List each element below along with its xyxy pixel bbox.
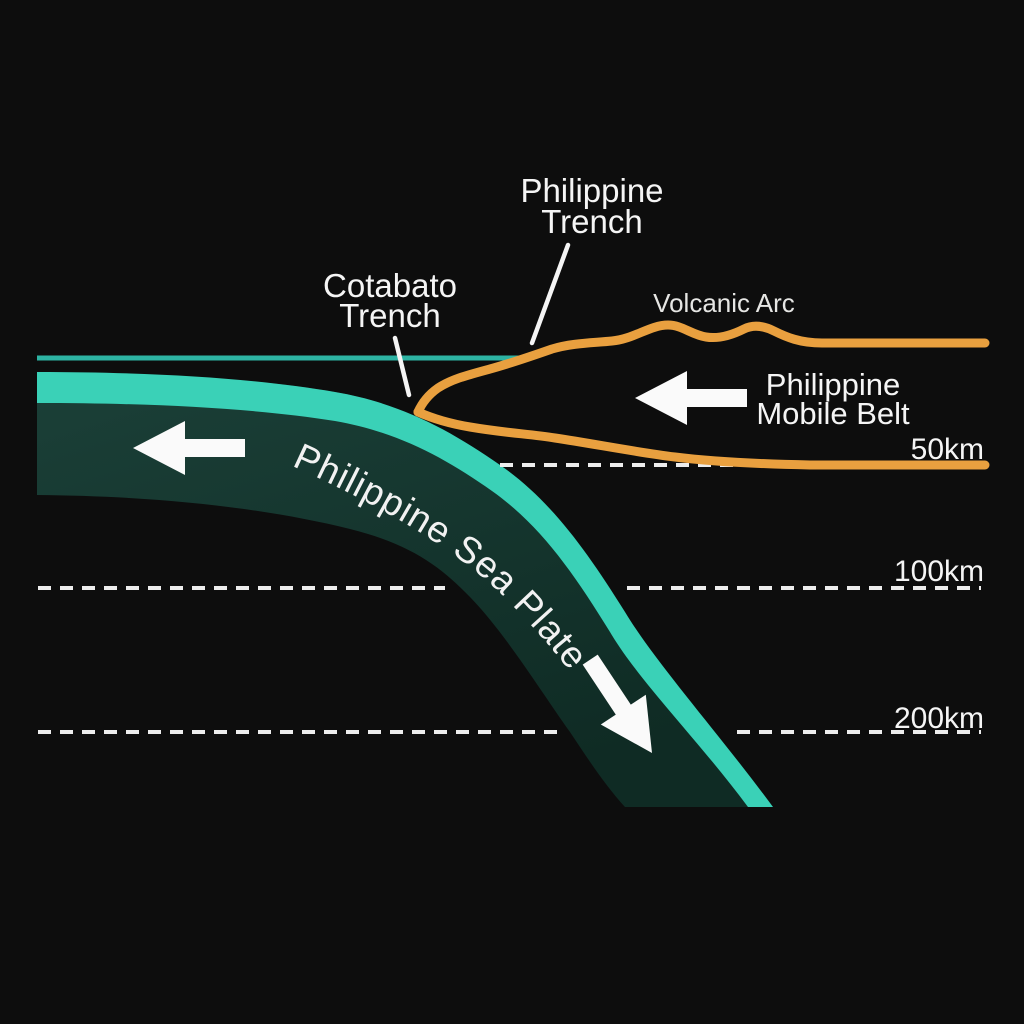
depth-label-200km: 200km [894, 702, 984, 735]
mobile-belt-label-line1: Philippine [766, 367, 900, 402]
mobile-belt-surface-outline [413, 320, 990, 417]
cotabato-trench-label-line2: Trench [339, 297, 440, 334]
mobile-belt-base-outline [413, 407, 990, 470]
sea-plate-motion-arrow-left-icon [133, 421, 245, 475]
philippine-sea-plate-body [37, 373, 773, 807]
mobile-belt-label-line2: Mobile Belt [756, 396, 910, 431]
cotabato-trench-leader-line [392, 335, 412, 398]
slab-subduction-arrow-down-right-icon [582, 654, 652, 753]
philippine-trench-label-line1: Philippine [520, 172, 663, 209]
mobile-belt-motion-arrow-left-icon [635, 371, 747, 425]
philippine-trench-label-line2: Trench [541, 203, 642, 240]
cotabato-trench-label-line1: Cotabato [323, 267, 457, 304]
depth-label-100km: 100km [894, 555, 984, 588]
volcanic-arc-label: Volcanic Arc [653, 288, 795, 318]
depth-label-50km: 50km [911, 433, 984, 466]
philippine-trench-leader-line [529, 242, 571, 346]
